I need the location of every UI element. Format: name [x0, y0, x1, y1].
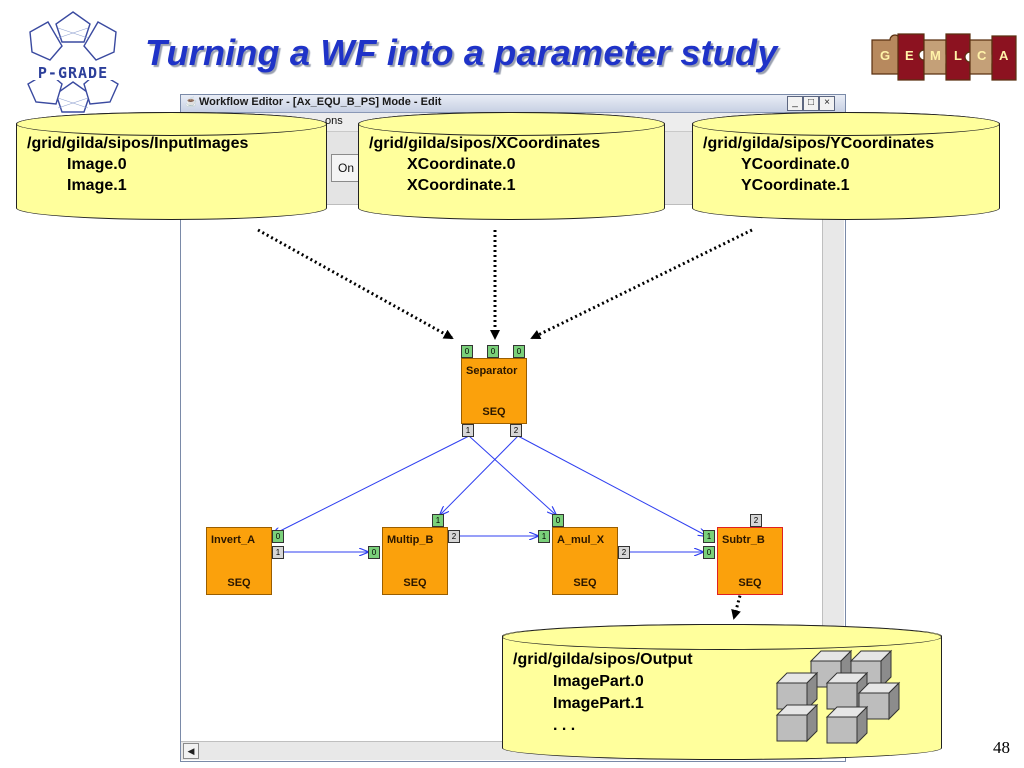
gemlca-letter-e: E: [905, 48, 914, 63]
port-separator-out-1[interactable]: 1: [462, 424, 474, 437]
job-type: SEQ: [738, 577, 762, 589]
job-subtr-b[interactable]: Subtr_B SEQ: [717, 527, 783, 595]
page-number: 48: [993, 738, 1010, 757]
port-invert-a-in-0[interactable]: 0: [272, 530, 284, 543]
port-subtr-b-in-1[interactable]: 1: [703, 530, 715, 543]
port-subtr-b-in-0[interactable]: 0: [703, 546, 715, 559]
dotted-arrow-images: [257, 228, 454, 340]
window-titlebar[interactable]: ☕ Workflow Editor - [Ax_EQU_B_PS] Mode -…: [181, 95, 845, 113]
window-title: Workflow Editor - [Ax_EQU_B_PS] Mode - E…: [199, 96, 442, 108]
port-invert-a-out-1[interactable]: 1: [272, 546, 284, 559]
job-name: Subtr_B: [722, 534, 765, 546]
p-grade-logo: P-GRADE: [18, 8, 128, 116]
p-grade-logo-graphic: [22, 11, 124, 113]
port-a-mul-x-in-1[interactable]: 1: [538, 530, 550, 543]
close-button[interactable]: ×: [819, 96, 835, 111]
job-name: Separator: [466, 365, 518, 377]
job-name: A_mul_X: [557, 534, 605, 546]
gemlca-letter-g: G: [880, 48, 891, 63]
callout-item: . . .: [553, 717, 576, 734]
port-separator-in-0[interactable]: 0: [461, 345, 473, 358]
p-grade-logo-text: P-GRADE: [37, 64, 109, 82]
edge-sep1-invert: [272, 435, 470, 535]
cylinder-top: [16, 112, 327, 136]
job-invert-a[interactable]: Invert_A SEQ: [206, 527, 272, 595]
callout-output: /grid/gilda/sipos/Output ImagePart.0 Ima…: [502, 624, 942, 760]
cylinder-top: [692, 112, 1000, 136]
edge-sep2-subtr: [517, 435, 707, 536]
maximize-button[interactable]: □: [803, 96, 819, 111]
job-type: SEQ: [403, 577, 427, 589]
gemlca-letter-c: C: [977, 48, 987, 63]
job-multip-b[interactable]: Multip_B SEQ: [382, 527, 448, 595]
port-subtr-b-out-2[interactable]: 2: [750, 514, 762, 527]
menu-options[interactable]: ons: [325, 115, 343, 127]
callout-path: /grid/gilda/sipos/YCoordinates: [703, 135, 935, 152]
port-a-mul-x-out-2[interactable]: 2: [618, 546, 630, 559]
job-type: SEQ: [573, 577, 597, 589]
callout-item: XCoordinate.0: [407, 156, 516, 173]
minimize-button[interactable]: _: [787, 96, 803, 111]
port-multip-b-in-0[interactable]: 0: [368, 546, 380, 559]
port-multip-b-out-2[interactable]: 2: [448, 530, 460, 543]
job-type: SEQ: [227, 577, 251, 589]
callout-input-images: /grid/gilda/sipos/InputImages Image.0 Im…: [16, 112, 327, 220]
callout-ycoordinates: /grid/gilda/sipos/YCoordinates YCoordina…: [692, 112, 1000, 220]
gemlca-letter-m: M: [930, 48, 941, 63]
vertical-scrollbar[interactable]: [822, 205, 844, 740]
slide-title: Turning a WF into a parameter study: [145, 32, 778, 73]
port-a-mul-x-in-0[interactable]: 0: [552, 514, 564, 527]
cylinder-top: [502, 624, 942, 650]
callout-item: ImagePart.1: [553, 695, 644, 712]
job-type: SEQ: [482, 406, 506, 418]
callout-item: Image.0: [67, 156, 127, 173]
gemlca-puzzle-logo: G E M L C A: [868, 26, 1020, 86]
port-separator-in-1[interactable]: 0: [487, 345, 499, 358]
callout-path: /grid/gilda/sipos/Output: [513, 651, 693, 668]
callout-path: /grid/gilda/sipos/XCoordinates: [369, 135, 601, 152]
port-separator-out-2[interactable]: 2: [510, 424, 522, 437]
job-name: Multip_B: [387, 534, 434, 546]
callout-item: ImagePart.0: [553, 673, 644, 690]
port-multip-b-in-1[interactable]: 1: [432, 514, 444, 527]
image-parts-cubes-icon: [775, 649, 901, 745]
gemlca-letter-a: A: [999, 48, 1009, 63]
gemlca-puzzle-graphic: [871, 33, 1017, 81]
job-name: Invert_A: [211, 534, 256, 546]
callout-path: /grid/gilda/sipos/InputImages: [27, 135, 249, 152]
job-a-mul-x[interactable]: A_mul_X SEQ: [552, 527, 618, 595]
callout-xcoordinates: /grid/gilda/sipos/XCoordinates XCoordina…: [358, 112, 665, 220]
scroll-left-arrow[interactable]: ◀: [183, 743, 199, 759]
cylinder-top: [358, 112, 665, 136]
callout-item: YCoordinate.0: [741, 156, 850, 173]
gemlca-letter-l: L: [954, 48, 962, 63]
job-separator[interactable]: Separator SEQ: [461, 358, 527, 424]
callout-item: YCoordinate.1: [741, 177, 850, 194]
callout-item: XCoordinate.1: [407, 177, 516, 194]
dotted-arrow-ycoords: [530, 228, 753, 340]
java-app-icon: ☕: [185, 97, 198, 108]
edge-sep1-amulx: [468, 435, 556, 515]
edge-sep2-multip: [440, 435, 519, 515]
port-separator-in-2[interactable]: 0: [513, 345, 525, 358]
callout-item: Image.1: [67, 177, 127, 194]
